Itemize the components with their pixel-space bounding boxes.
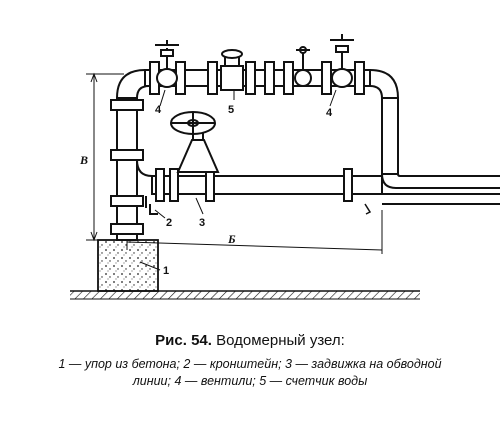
caption-title: Водомерный узел: — [216, 332, 345, 349]
caption-legend-line-2: линии; 4 — вентили; 5 — счетчик воды — [132, 374, 368, 388]
ground-hatching — [70, 290, 420, 300]
caption-legend-line-1: 1 — упор из бетона; 2 — кронштейн; 3 — з… — [58, 357, 442, 371]
label-4-right: 4 — [326, 107, 333, 119]
vertical-riser-pipe — [110, 69, 150, 250]
gate-valve-handwheel — [170, 111, 220, 173]
valve-middle — [294, 46, 312, 87]
label-1: 1 — [163, 265, 169, 277]
dimension-label-length: Б — [227, 232, 236, 246]
dimension-lines — [86, 72, 383, 254]
lower-bypass-pipe — [136, 159, 500, 215]
water-meter — [220, 49, 244, 91]
caption-title-line: Рис. 54. Водомерный узел: — [0, 330, 500, 352]
valve-left — [155, 40, 179, 88]
label-5: 5 — [228, 104, 234, 116]
water-meter-assembly-diagram: 1 2 3 4 5 4 В Б — [70, 34, 500, 300]
label-4-left: 4 — [155, 104, 162, 116]
figure-caption: Рис. 54. Водомерный узел: 1 — упор из бе… — [0, 330, 500, 390]
dimension-label-height: В — [79, 153, 88, 167]
label-3: 3 — [199, 217, 205, 229]
label-2: 2 — [166, 217, 172, 229]
callout-leaders — [139, 89, 337, 271]
upper-horizontal-pipe — [144, 61, 399, 99]
bracket — [145, 196, 158, 215]
right-descending-pipe — [381, 97, 500, 189]
caption-number: Рис. 54. — [155, 332, 212, 349]
caption-legend: 1 — упор из бетона; 2 — кронштейн; 3 — з… — [0, 356, 500, 390]
valve-right — [330, 34, 354, 88]
